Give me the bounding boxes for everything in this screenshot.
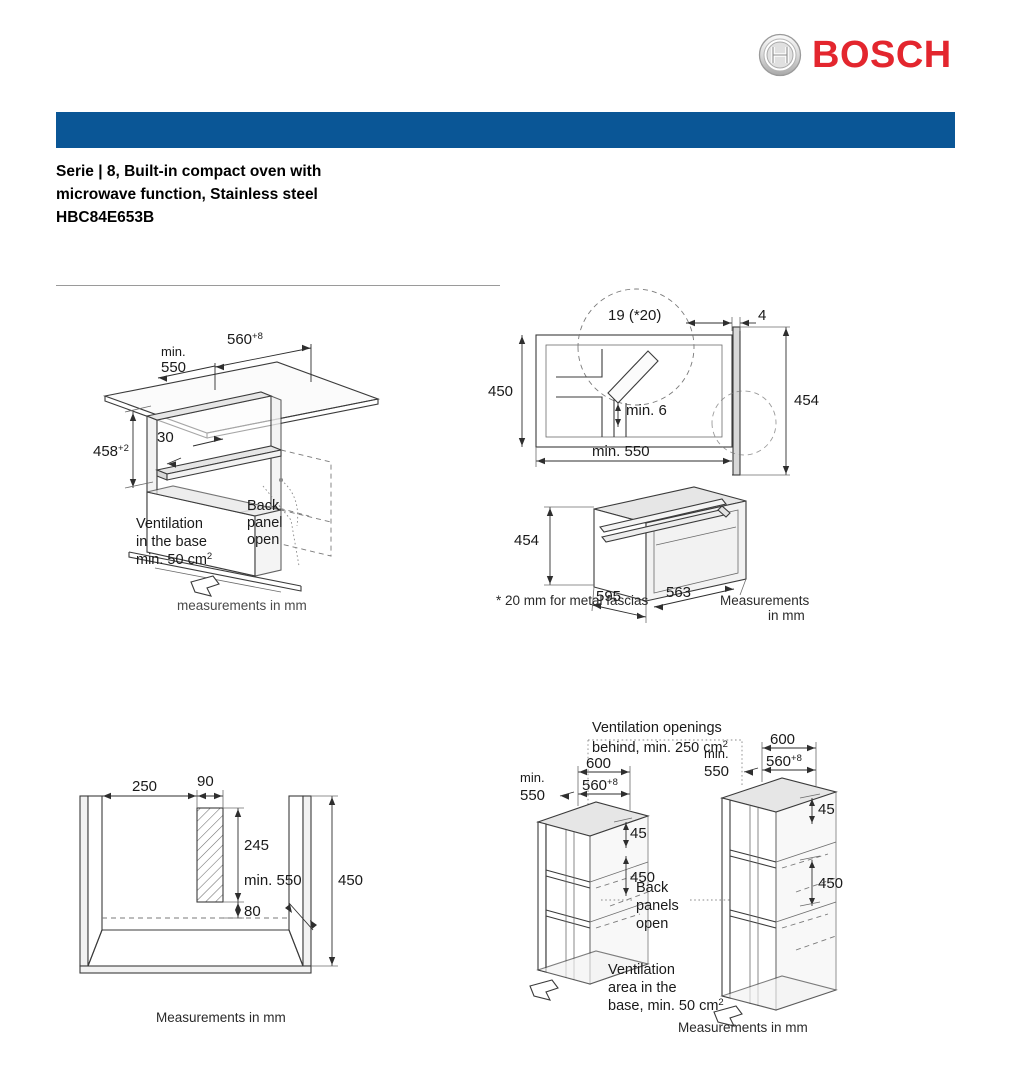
note-ventilation-openings-line2: behind, min. 250 cm2 [592,739,728,756]
dim-right-unit-opening-height: 450 [818,875,843,892]
dim-cabinet-depth: min. 550 [244,872,302,889]
dim-left-unit-depth-value: 550 [520,787,545,804]
figure-tall-housing-units: Ventilation openings behind, min. 250 cm… [500,710,920,1035]
figure-door-plan-and-appliance: 19 (*20) 4 450 45 [488,288,910,625]
dim-left-unit-depth-label: min. [520,770,545,785]
bosch-logo: BOSCH [758,30,958,80]
dim-fascia-thickness: 19 (*20) [608,307,661,324]
dim-cabinet-height: 450 [338,872,363,889]
dim-niche-width: 560+8 [227,331,263,348]
note-ventilation-line2: in the base [136,534,207,550]
dim-right-unit-outer-width: 600 [770,731,795,748]
dim-left-unit-inner-width: 560+8 [582,777,618,794]
dim-niche-depth-value: 550 [161,359,186,376]
dim-right-unit-top-gap: 45 [818,801,835,818]
bosch-wordmark: BOSCH [812,34,952,76]
dim-left-unit-opening-height: 450 [630,869,655,886]
dim-socket-left-offset: 250 [132,778,157,795]
dim-niche-depth-label: min. [161,344,186,359]
dim-appliance-width: 595 [596,588,621,605]
dim-left-unit-top-gap: 45 [630,825,647,842]
page-title: Serie | 8, Built-in compact oven with mi… [56,160,536,229]
note-back-panels-line3: open [636,916,668,932]
dim-left-unit-outer-width: 600 [586,755,611,772]
product-title-line1: Serie | 8, Built-in compact oven with [56,163,322,180]
dim-right-unit-depth-label: min. [704,746,729,761]
dim-plan-height-454: 454 [794,392,819,409]
figure-installation-niche: 560+8 min. 550 458+2 [93,320,385,620]
header-color-bar [56,112,955,148]
dim-hinge-clearance: min. 6 [626,402,667,419]
product-model-number: HBC84E653B [56,209,155,226]
note-back-panel-line1: Back [247,498,280,514]
dim-socket-base-clearance: 80 [244,903,261,920]
note-ventilation-line1: Ventilation [136,516,203,532]
note-base-ventilation-line3: base, min. 50 cm2 [608,997,724,1014]
dim-niche-gap: 30 [157,429,174,446]
caption-figure-niche: measurements in mm [177,598,307,613]
caption-figure-door-line1: Measurements [720,593,810,608]
dim-door-thickness: 4 [758,307,766,324]
dim-niche-height: 458+2 [93,443,129,460]
note-back-panel-line3: open [247,532,279,548]
title-divider [56,285,500,286]
caption-figure-door-line2: in mm [768,608,805,623]
caption-figure-cabinet: Measurements in mm [156,1010,286,1025]
footnote-metal-fascias: * 20 mm for metal fascias [496,593,649,608]
dim-plan-depth: min. 550 [592,443,650,460]
bosch-circle-anchor-icon [758,33,802,77]
dim-appliance-height: 454 [514,532,539,549]
dim-plan-height-450: 450 [488,383,513,400]
dim-socket-width: 90 [197,773,214,790]
dim-appliance-depth: 563 [666,584,691,601]
dim-socket-height: 245 [244,837,269,854]
dim-right-unit-inner-width: 560+8 [766,753,802,770]
note-ventilation-openings-line1: Ventilation openings [592,720,722,736]
figure-cabinet-socket-position: 250 90 245 min. 550 [60,760,420,1035]
note-back-panel-line2: panel [247,515,282,531]
note-ventilation-line3: min. 50 cm2 [136,551,212,568]
dim-right-unit-depth-value: 550 [704,763,729,780]
note-back-panels-line2: panels [636,898,679,914]
note-base-ventilation-line1: Ventilation [608,962,675,978]
caption-figure-tall-units: Measurements in mm [678,1020,808,1035]
note-base-ventilation-line2: area in the [608,980,677,996]
note-back-panels-line1: Back [636,880,669,896]
product-title-line2: microwave function, Stainless steel [56,186,318,203]
